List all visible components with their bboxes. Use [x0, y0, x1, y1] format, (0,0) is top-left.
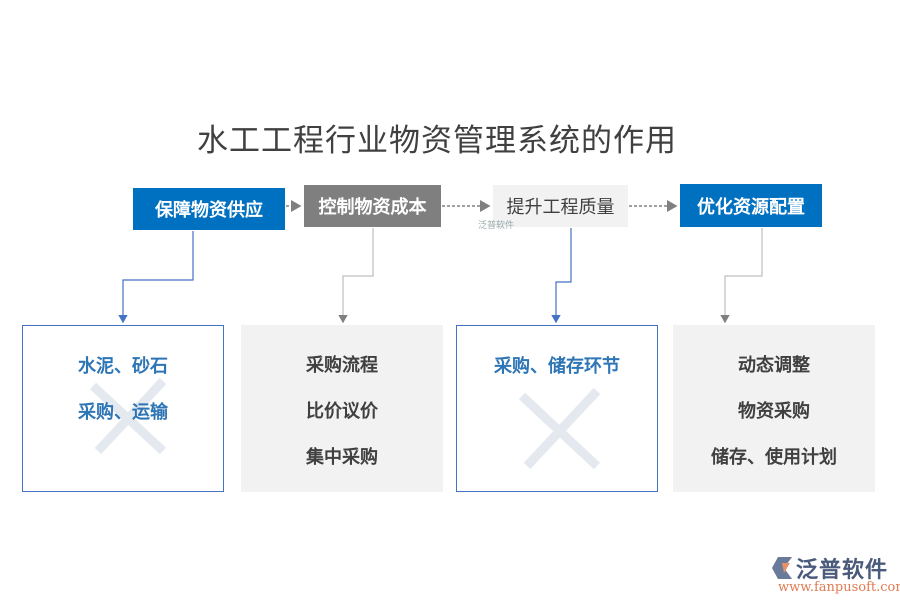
- detail-card-3: 采购、储存环节: [456, 325, 658, 492]
- detail-item: 物资采购: [738, 401, 810, 422]
- detail-card-4: 动态调整 物资采购 储存、使用计划: [673, 325, 875, 492]
- connector-4: [720, 228, 763, 324]
- step-3-box: 提升工程质量: [493, 185, 628, 227]
- fanpu-logo-icon: [772, 557, 792, 579]
- diagram-title: 水工工程行业物资管理系统的作用: [197, 123, 677, 159]
- detail-item: 采购流程: [306, 355, 378, 376]
- detail-item: 采购、储存环节: [494, 356, 620, 377]
- connector-2: [338, 228, 374, 324]
- connector-3: [551, 228, 572, 324]
- watermark-url: www.fanpusoft.com: [778, 580, 900, 595]
- step-1-label: 保障物资供应: [155, 200, 263, 221]
- step-4-label: 优化资源配置: [697, 196, 805, 218]
- detail-item: 储存、使用计划: [711, 447, 837, 468]
- watermark-brand: 泛普软件: [796, 558, 889, 583]
- detail-item: 比价议价: [306, 401, 378, 422]
- watermark-logo: 泛普软件: [770, 552, 888, 584]
- step-2-label: 控制物资成本: [318, 197, 427, 218]
- detail-card-2: 采购流程 比价议价 集中采购: [241, 325, 443, 492]
- detail-item: 采购、运输: [78, 402, 168, 423]
- ruler-pencil-icon: [89, 377, 167, 455]
- connector-1: [118, 231, 194, 324]
- step-2-box: 控制物资成本: [304, 185, 441, 227]
- detail-card-1: 水泥、砂石 采购、运输: [22, 325, 224, 492]
- step-4-box: 优化资源配置: [680, 184, 822, 227]
- ruler-pencil-icon: [518, 387, 601, 470]
- detail-item: 动态调整: [738, 355, 810, 376]
- detail-item: 水泥、砂石: [78, 356, 168, 377]
- watermark-small: 泛普软件: [478, 221, 515, 231]
- step-3-label: 提升工程质量: [506, 197, 615, 218]
- step-1-box: 保障物资供应: [133, 188, 285, 230]
- detail-item: 集中采购: [306, 447, 378, 468]
